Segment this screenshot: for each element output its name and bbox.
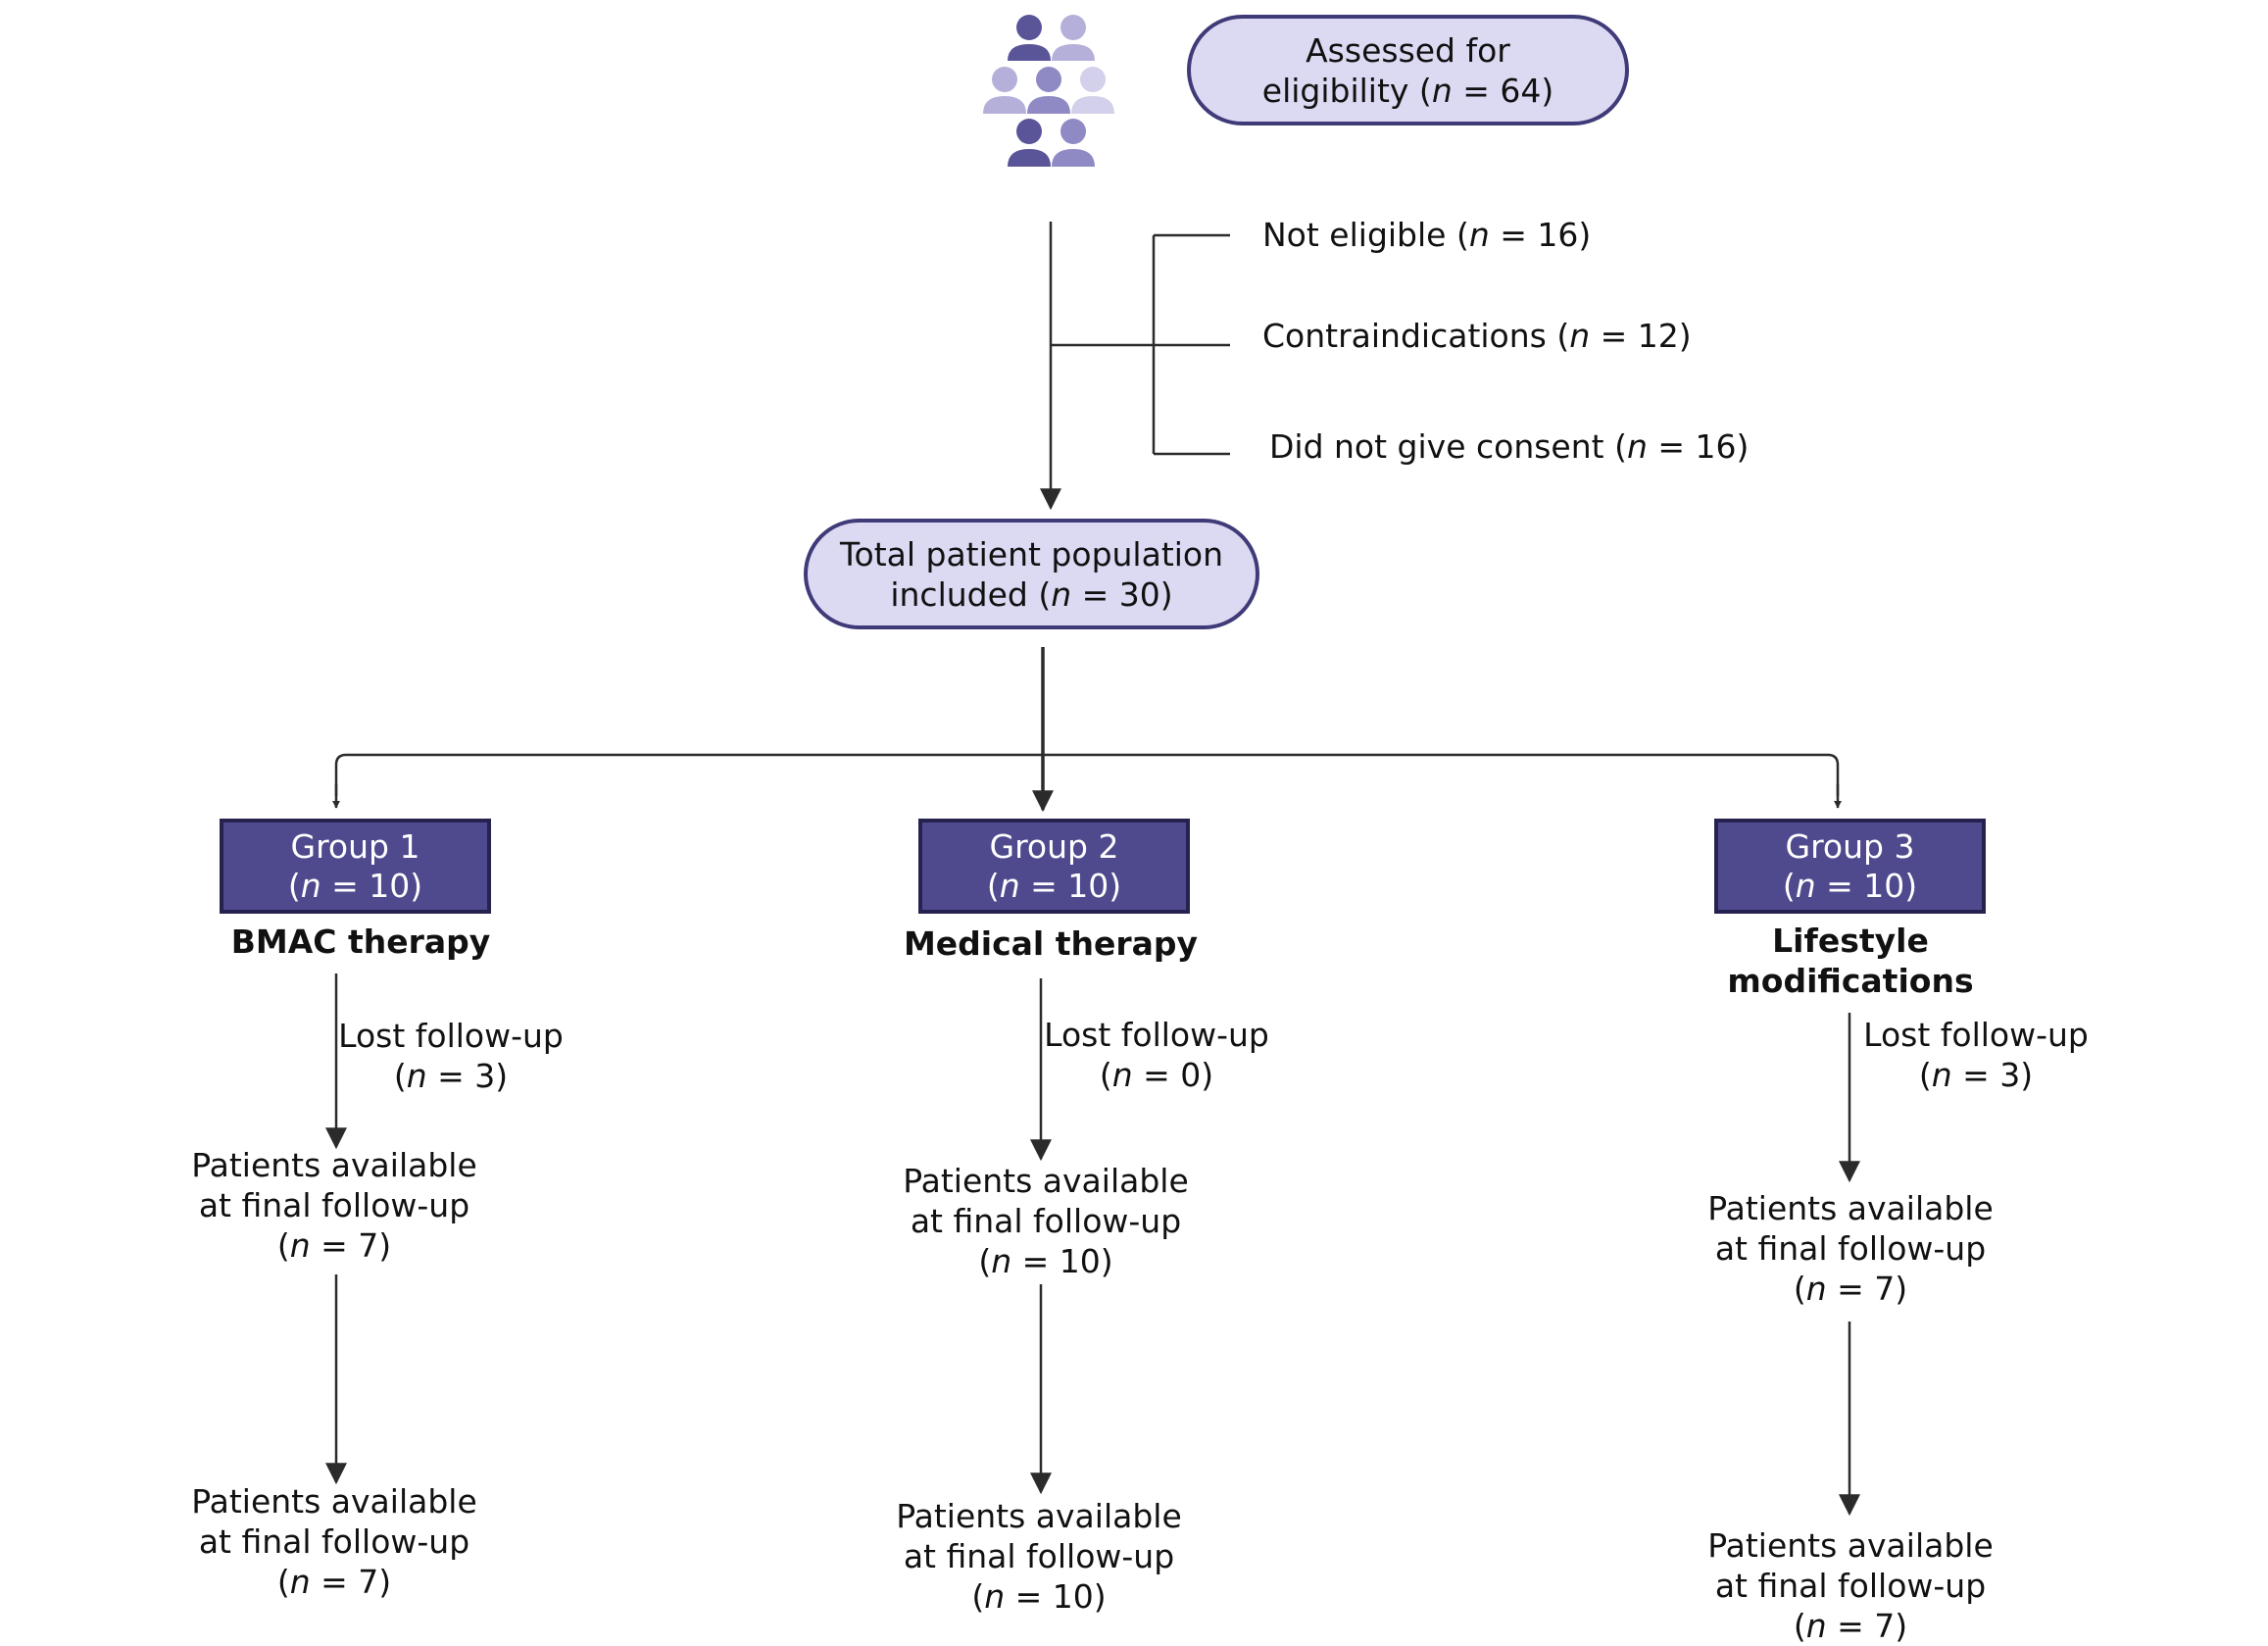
group2-n: (n = 10)	[986, 866, 1122, 905]
connector-split-groups	[334, 753, 1840, 796]
group1-title: Group 1	[290, 826, 420, 866]
exclusion-no-consent: Did not give consent (n = 16)	[1269, 427, 1750, 466]
assessed-line1: Assessed for	[1306, 30, 1510, 70]
person-icon	[1052, 15, 1095, 61]
group2-title: Group 2	[989, 826, 1119, 866]
total-line1: Total patient population	[839, 534, 1224, 574]
group3-box: Group 3 (n = 10)	[1714, 819, 1986, 914]
group1-n: (n = 10)	[287, 866, 423, 905]
group2-therapy: Medical therapy	[903, 924, 1199, 963]
person-icon	[1027, 67, 1070, 114]
group2-box: Group 2 (n = 10)	[918, 819, 1190, 914]
group2-available-2: Patients available at final follow-up (n…	[896, 1497, 1182, 1616]
person-icon	[983, 67, 1026, 114]
group3-lost-followup: Lost follow-up (n = 3)	[1863, 1016, 2089, 1094]
exclusion-contraindications: Contraindications (n = 12)	[1262, 317, 1692, 355]
assessed-eligibility-box: Assessed for eligibility (n = 64)	[1187, 15, 1629, 125]
group3-n: (n = 10)	[1782, 866, 1918, 905]
group3-title: Group 3	[1785, 826, 1915, 866]
people-group-icon	[983, 15, 1114, 167]
person-icon	[1008, 15, 1051, 61]
group2-lost-followup: Lost follow-up (n = 0)	[1044, 1016, 1269, 1094]
person-icon	[1071, 67, 1114, 114]
group3-available-1: Patients available at final follow-up (n…	[1707, 1189, 1994, 1308]
group3-therapy: Lifestyle modifications	[1727, 922, 1974, 1000]
assessed-line2: eligibility (n = 64)	[1261, 71, 1554, 110]
total-population-box: Total patient population included (n = 3…	[804, 519, 1259, 629]
group1-available-2: Patients available at final follow-up (n…	[191, 1482, 477, 1601]
person-icon	[1008, 119, 1051, 167]
group1-box: Group 1 (n = 10)	[220, 819, 491, 914]
group1-available-1: Patients available at final follow-up (n…	[191, 1146, 477, 1265]
exclusion-not-eligible: Not eligible (n = 16)	[1262, 216, 1592, 254]
group1-lost-followup: Lost follow-up (n = 3)	[338, 1017, 564, 1095]
total-line2: included (n = 30)	[890, 574, 1173, 614]
group2-available-1: Patients available at final follow-up (n…	[903, 1162, 1189, 1280]
person-icon	[1052, 119, 1095, 167]
group1-therapy: BMAC therapy	[230, 923, 491, 961]
group3-available-2: Patients available at final follow-up (n…	[1707, 1526, 1994, 1645]
